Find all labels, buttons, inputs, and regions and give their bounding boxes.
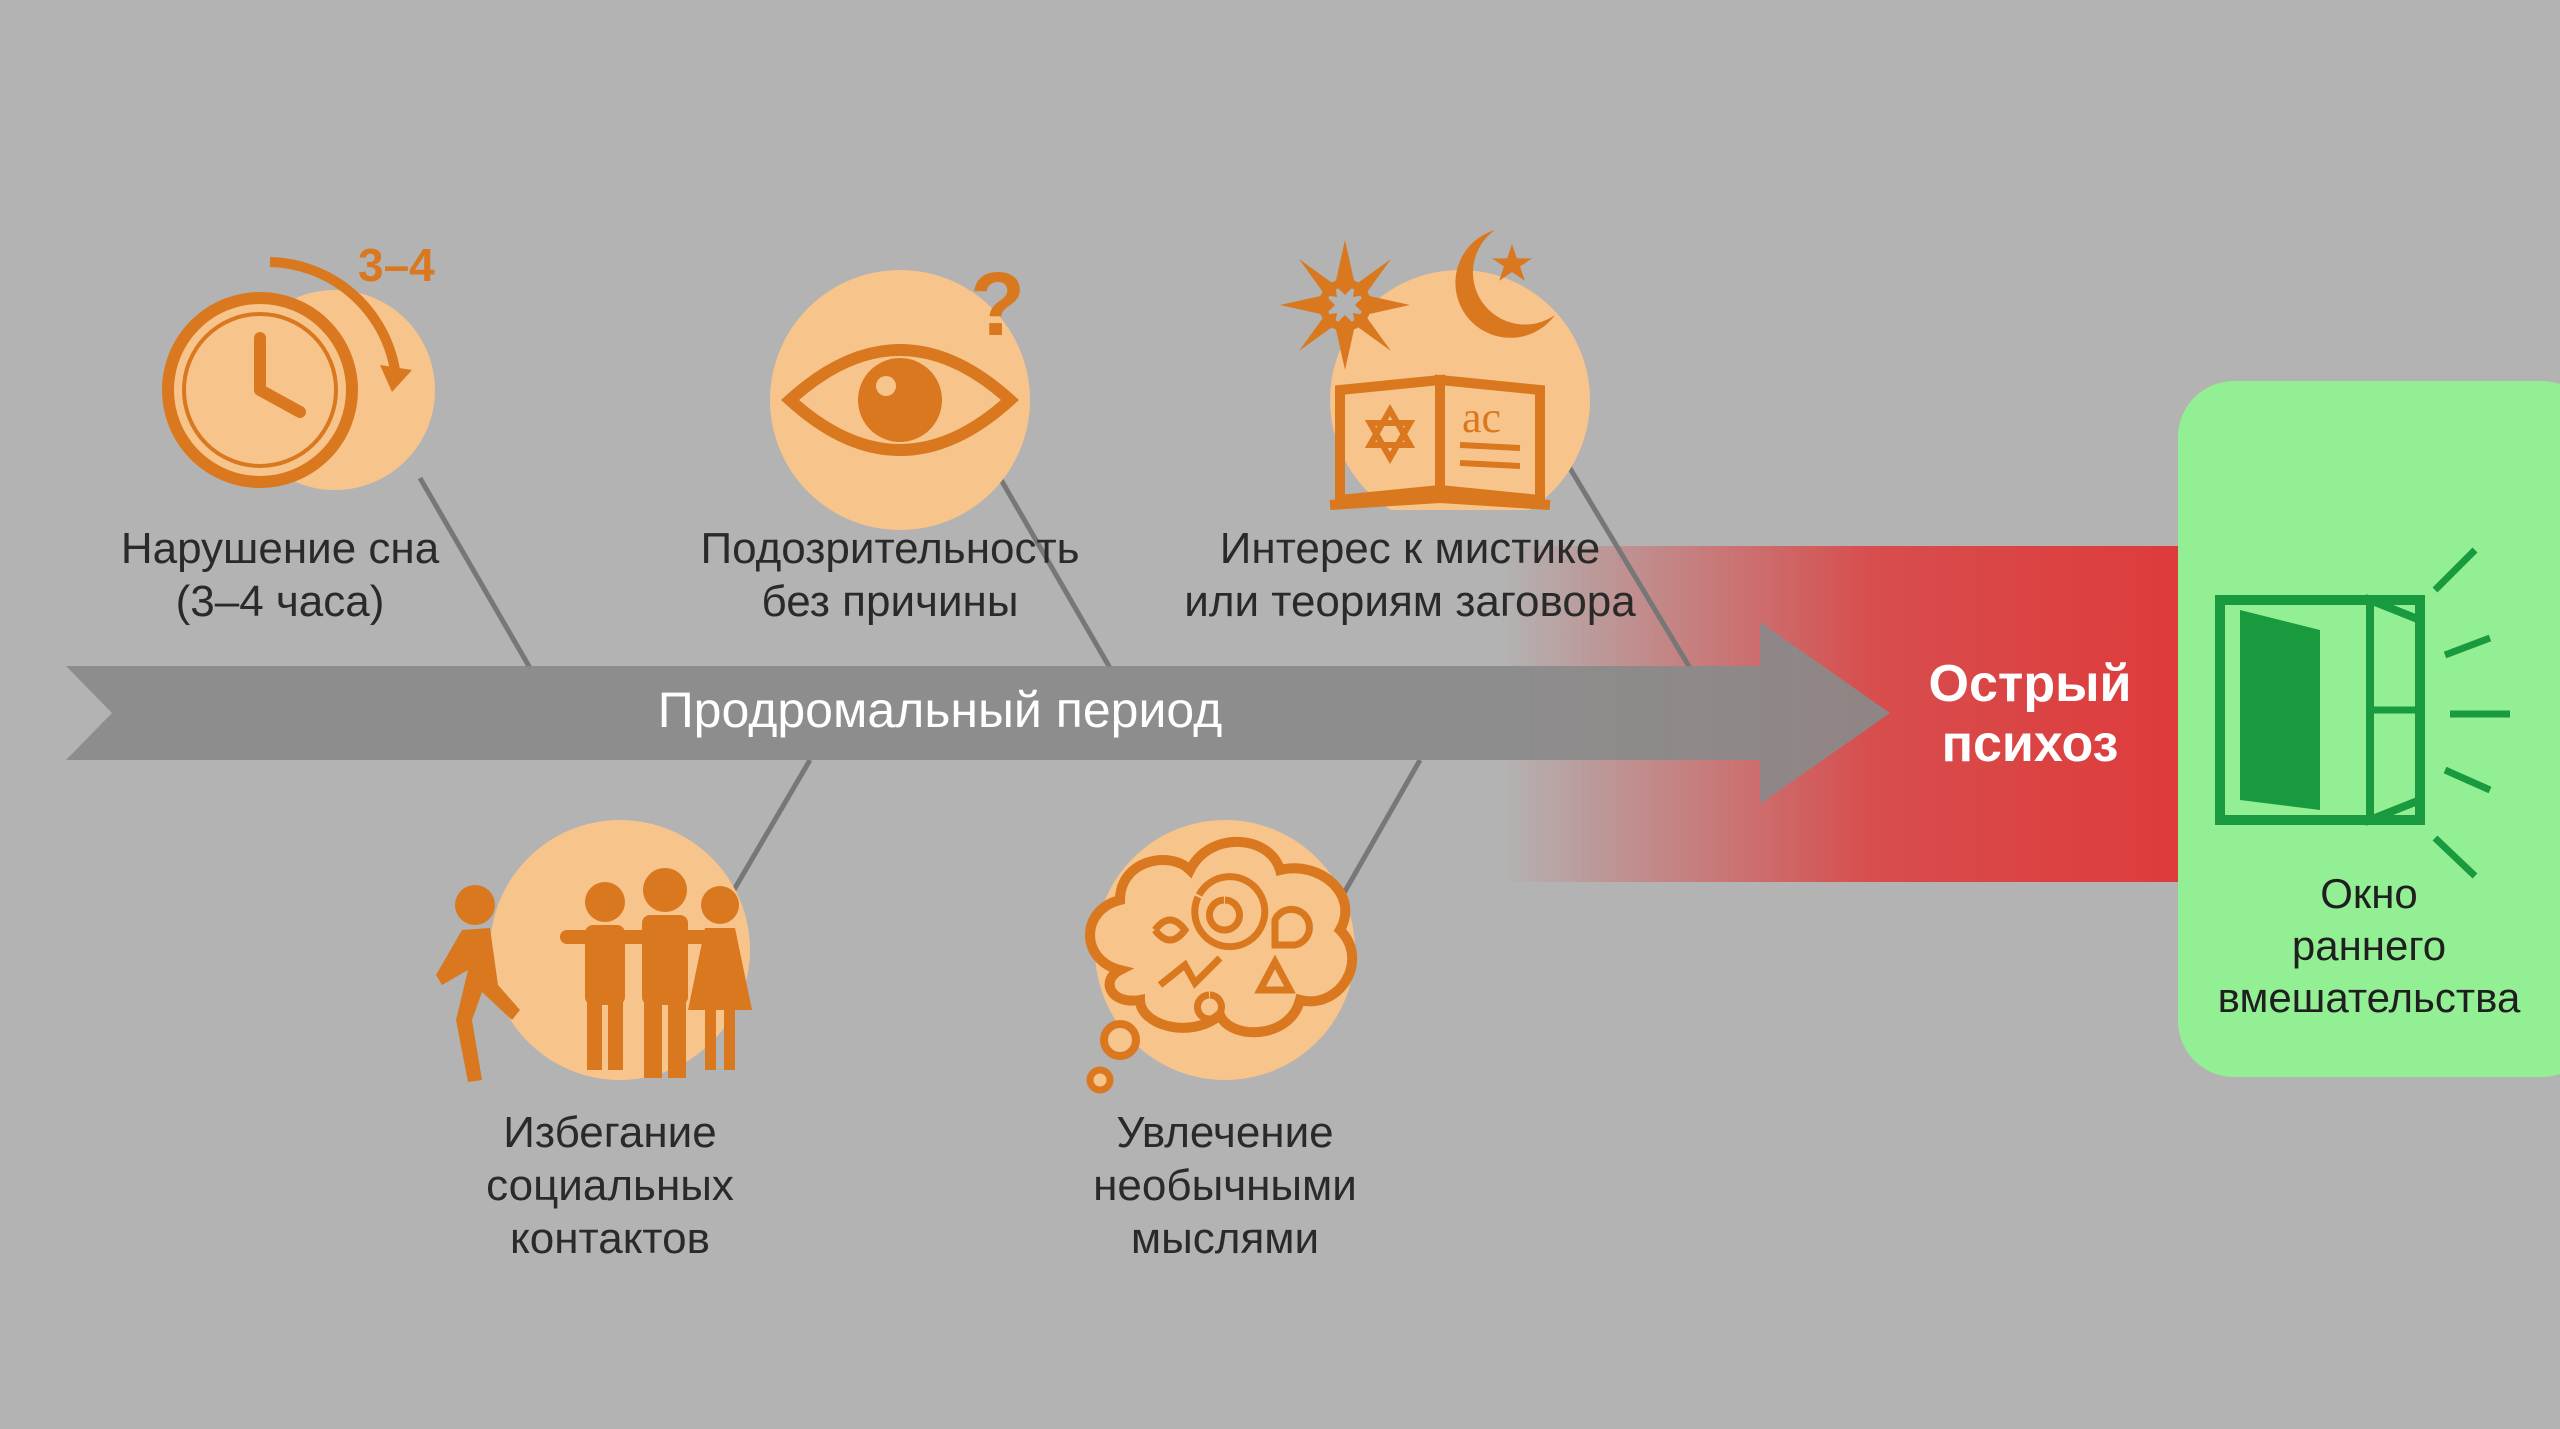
psychosis-label: Острый психоз	[1928, 655, 2132, 773]
thought-cloud-icon	[1085, 820, 1358, 1094]
prodromal-arrow	[66, 622, 1890, 804]
eye-question-icon: ?	[770, 260, 1030, 530]
connector-line	[1562, 458, 1693, 670]
clock-icon	[162, 257, 435, 490]
symptom-label: Подозрительность без причины	[700, 524, 1080, 626]
svg-text:?: ?	[970, 260, 1025, 355]
connector-line	[725, 758, 813, 902]
connector-line	[997, 476, 1113, 670]
open-door-icon	[2215, 547, 2510, 879]
clock-hours-text: 3–4	[358, 239, 435, 291]
mystic-book-icon: ac	[1280, 230, 1590, 510]
connector-line	[417, 476, 533, 670]
intervention-label: Окно раннего вмешательства	[2217, 870, 2521, 1021]
arrow-label: Продромальный период	[657, 682, 1223, 738]
symptom-label: Интерес к мистике или теориям заговора	[1184, 524, 1636, 626]
symptom-label: Нарушение сна (3–4 часа)	[120, 524, 440, 626]
symptom-label: Избегание социальных контактов	[486, 1108, 734, 1263]
people-avoidance-icon	[436, 820, 752, 1082]
symptom-label: Увлечение необычными мыслями	[1093, 1108, 1357, 1263]
connector-line	[1337, 758, 1423, 902]
svg-text:ac: ac	[1462, 393, 1501, 442]
